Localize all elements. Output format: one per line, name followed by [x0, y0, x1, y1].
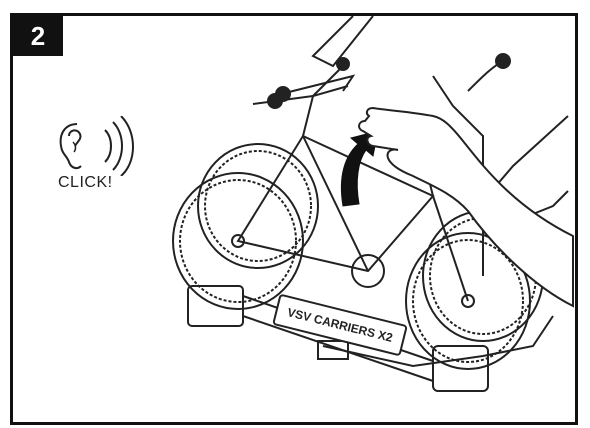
hand-arm [359, 108, 573, 306]
license-plate: VSV CARRIERS X2 [273, 295, 406, 356]
instruction-panel: 2 CLICK! [10, 13, 578, 425]
bike-carrier-illustration: VSV CARRIERS X2 [13, 16, 575, 422]
